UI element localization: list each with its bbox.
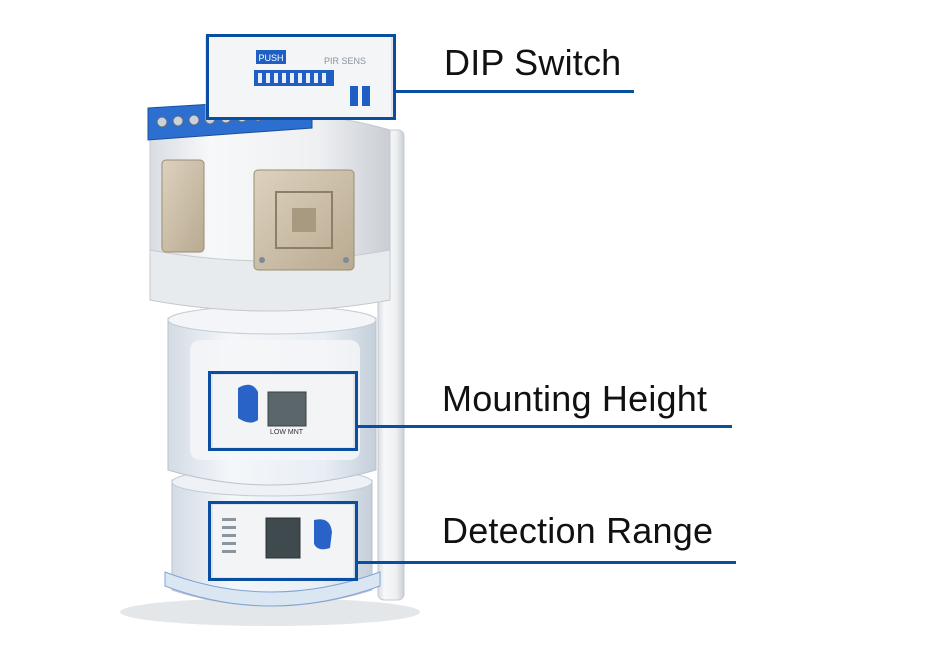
pir-switch-a [350,86,358,106]
detection-range-window [265,517,301,559]
mounting-height-knob [238,384,258,423]
dip-switch-label: DIP Switch [444,42,622,83]
floor-shadow [120,598,420,626]
detection-range-label: Detection Range [442,510,714,551]
pcb-left [161,159,205,253]
detection-range-highlight [208,501,358,581]
dip-switch-highlight [206,34,396,120]
detection-range-knob [314,519,332,550]
detection-range-leader-line [358,561,736,564]
push-button [256,50,286,64]
low-mnt-label: LOW MNT [270,429,304,436]
pir-label: PIR SENS [324,56,366,66]
mounting-height-window [267,391,307,427]
dip-switch-leader-line [396,90,634,93]
mounting-height-highlight [208,371,358,451]
mounting-height-label: Mounting Height [442,378,708,419]
pir-switch-b [362,86,370,106]
push-label: PUSH [258,53,283,63]
mounting-height-leader-line [358,425,732,428]
